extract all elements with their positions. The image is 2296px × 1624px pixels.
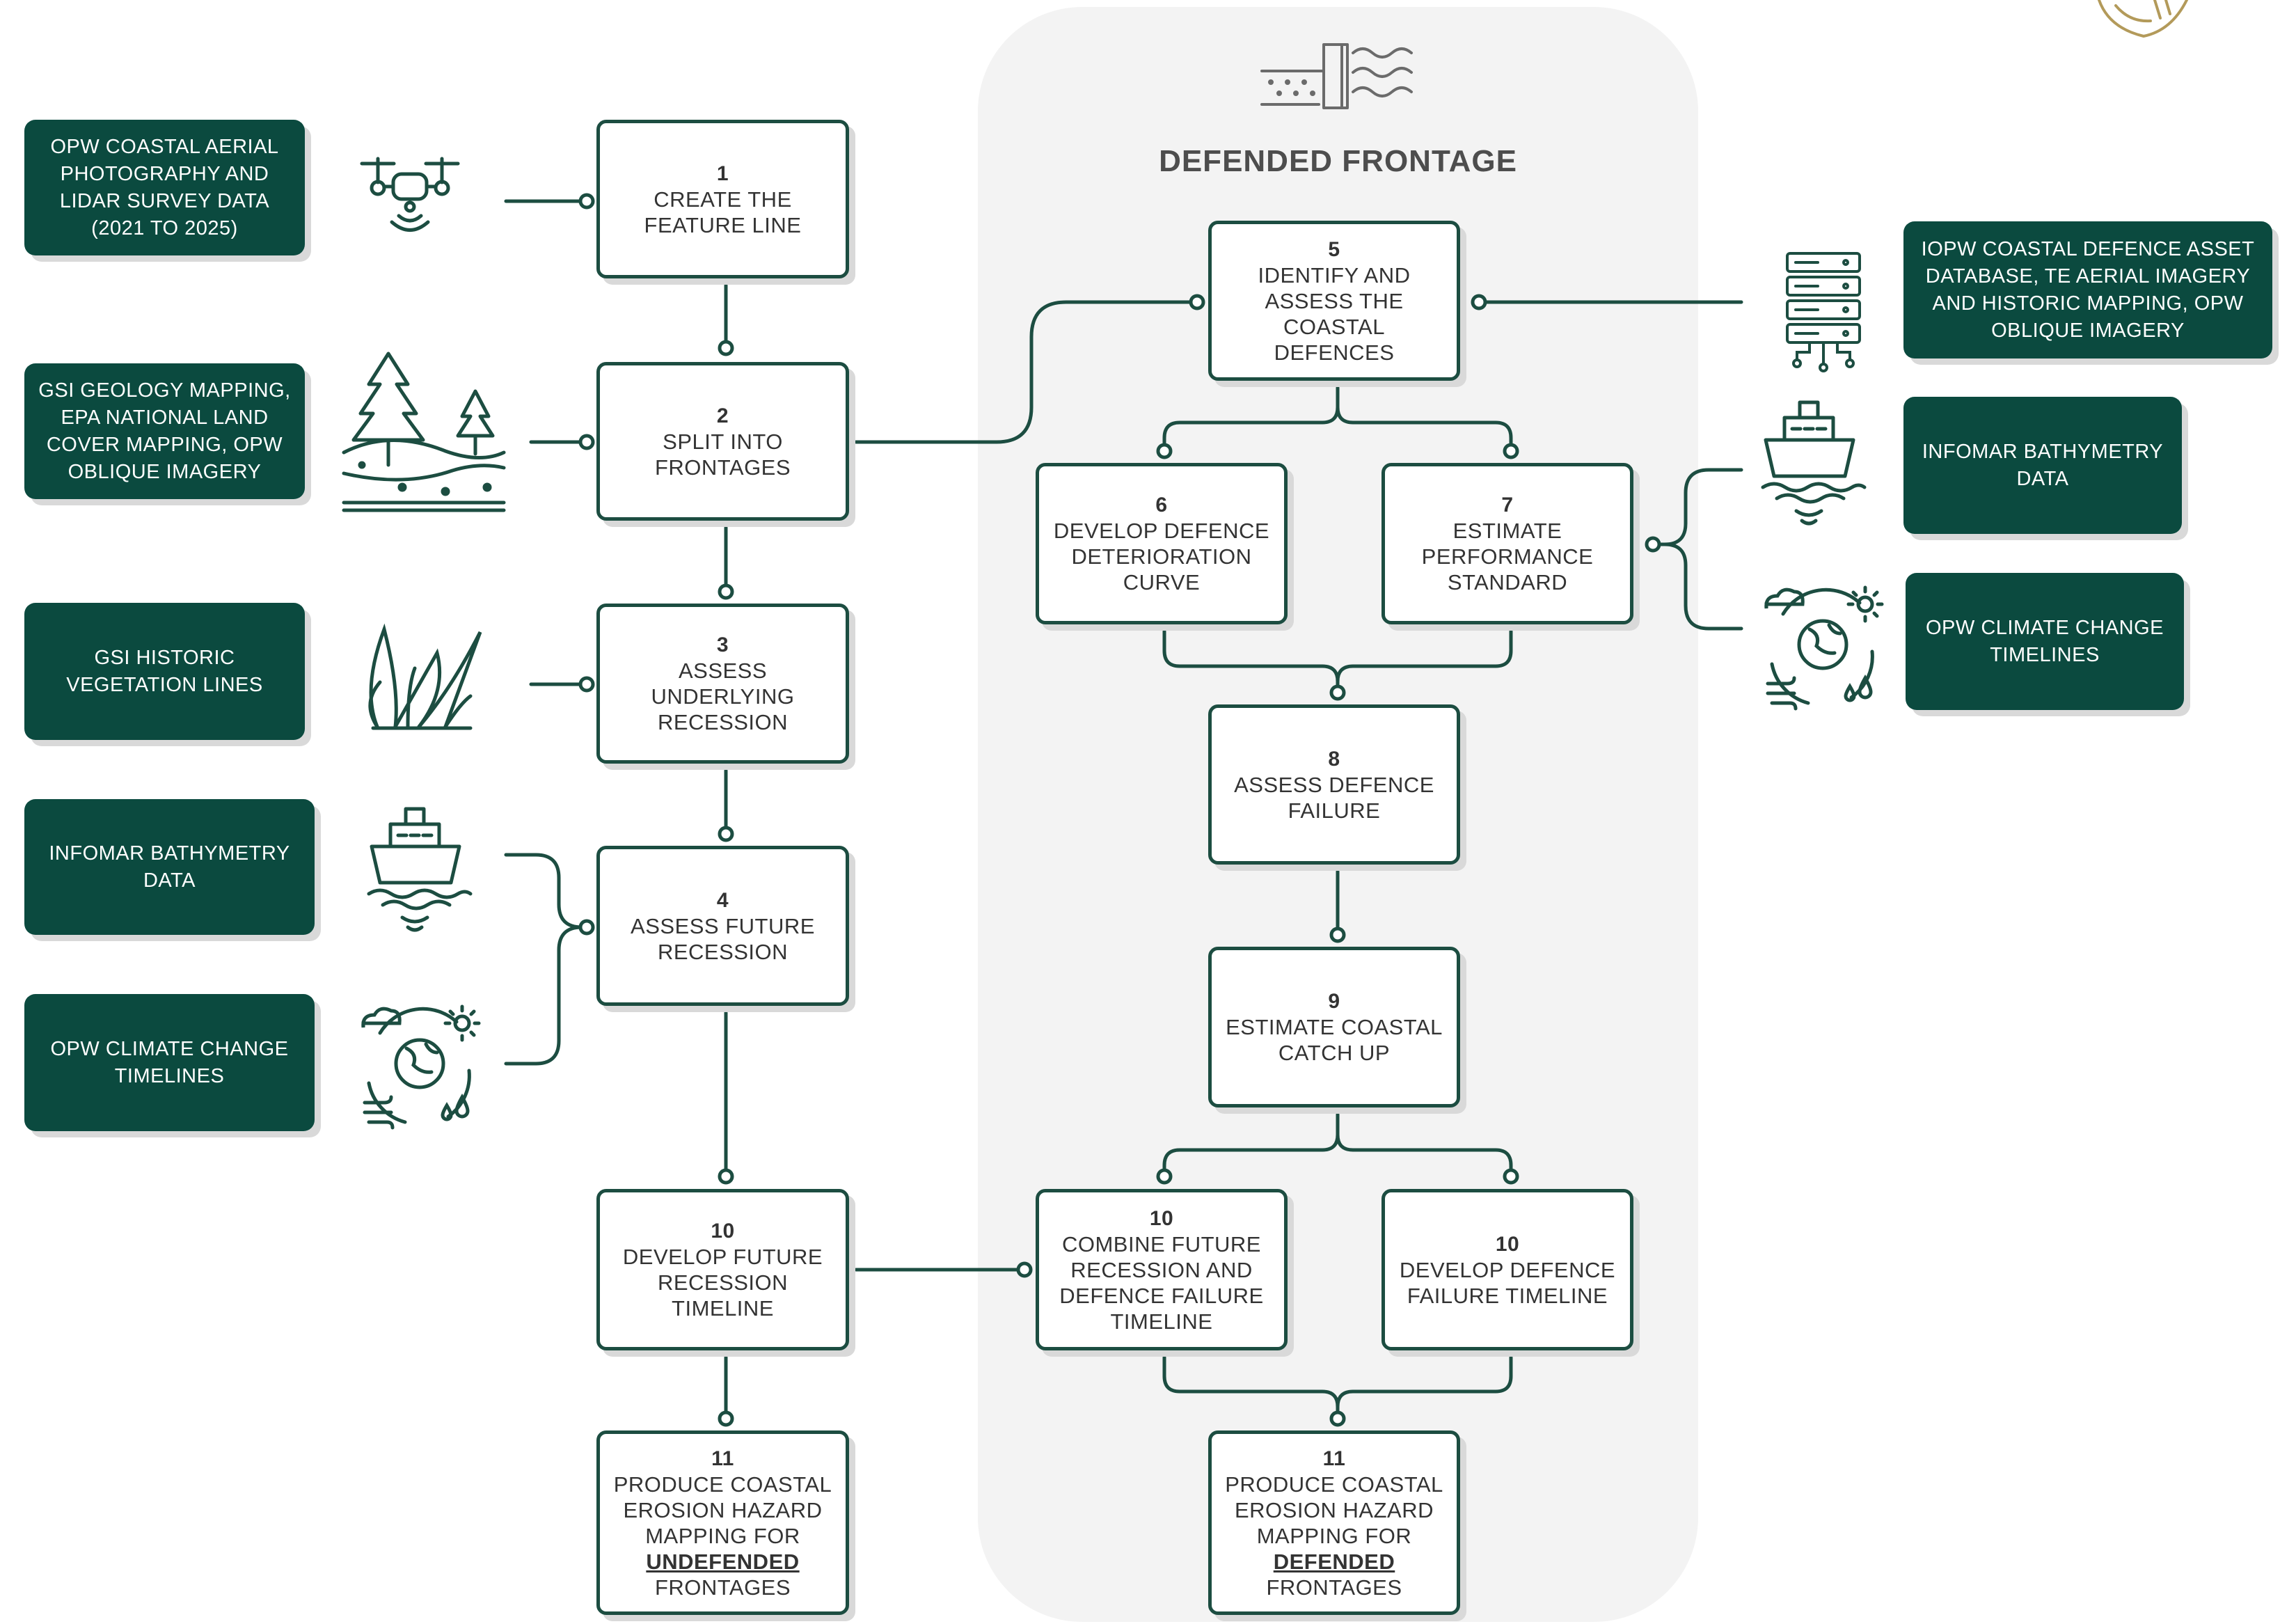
step-11-mapping-defended: 11 PRODUCE COASTAL EROSION HAZARD MAPPIN… [1208, 1430, 1460, 1615]
step-label: DEVELOP FUTURE RECESSION TIMELINE [622, 1245, 823, 1321]
source-bathymetry: INFOMAR BATHYMETRY DATA [24, 799, 315, 935]
step-9-estimate-coastal-catch-up: 9 ESTIMATE COASTAL CATCH UP [1208, 947, 1460, 1107]
step-label: ESTIMATE PERFORMANCE STANDARD [1421, 519, 1594, 594]
step-label: DEVELOP DEFENCE FAILURE TIMELINE [1399, 1257, 1616, 1308]
step-emphasis: UNDEFENDED [646, 1549, 800, 1574]
step-11-mapping-undefended: 11 PRODUCE COASTAL EROSION HAZARD MAPPIN… [596, 1430, 849, 1615]
source-aerial-lidar: OPW COASTAL AERIAL PHOTOGRAPHY AND LIDAR… [24, 120, 305, 255]
step-label: ESTIMATE COASTAL CATCH UP [1226, 1015, 1443, 1065]
step-label-tail: FRONTAGES [654, 1575, 791, 1600]
ship-icon [367, 807, 473, 932]
step-number: 4 [716, 888, 729, 912]
step-label: PRODUCE COASTAL EROSION HAZARD MAPPING F… [1225, 1472, 1443, 1548]
step-number: 6 [1155, 494, 1168, 517]
step-number: 10 [711, 1220, 735, 1243]
source-bathymetry: INFOMAR BATHYMETRY DATA [1903, 397, 2182, 534]
step-label: COMBINE FUTURE RECESSION AND DEFENCE FAI… [1059, 1231, 1264, 1334]
step-label: PRODUCE COASTAL EROSION HAZARD MAPPING F… [613, 1472, 832, 1548]
step-4-assess-future-recession: 4 ASSESS FUTURE RECESSION [596, 846, 849, 1006]
step-1-create-feature-line: 1 CREATE THE FEATURE LINE [596, 120, 849, 278]
step-number: 3 [716, 633, 729, 656]
step-number: 11 [1322, 1446, 1346, 1470]
step-number: 10 [1149, 1206, 1174, 1230]
step-label: SPLIT INTO FRONTAGES [654, 429, 791, 480]
step-number: 10 [1495, 1232, 1520, 1256]
step-label-tail: FRONTAGES [1266, 1575, 1402, 1600]
step-number: 9 [1328, 990, 1340, 1013]
step-label: CREATE THE FEATURE LINE [644, 187, 802, 237]
step-label: ASSESS DEFENCE FAILURE [1234, 772, 1434, 823]
source-geology-landcover: GSI GEOLOGY MAPPING, EPA NATIONAL LAND C… [24, 363, 305, 499]
step-3-assess-underlying-recession: 3 ASSESS UNDERLYING RECESSION [596, 604, 849, 764]
sea-wall-icon [1260, 43, 1413, 109]
grass-icon [368, 623, 482, 730]
step-emphasis: DEFENDED [1273, 1549, 1395, 1574]
source-vegetation-lines: GSI HISTORIC VEGETATION LINES [24, 603, 305, 740]
step-number: 11 [711, 1446, 734, 1470]
step-5-identify-coastal-defences: 5 IDENTIFY AND ASSESS THE COASTAL DEFENC… [1208, 221, 1460, 381]
source-climate-timelines: OPW CLIMATE CHANGE TIMELINES [24, 994, 315, 1131]
climate-globe-icon [1764, 585, 1884, 711]
ship-icon [1761, 400, 1867, 526]
logo-mark [2098, 0, 2188, 38]
server-icon [1786, 252, 1861, 372]
step-number: 7 [1501, 494, 1514, 517]
climate-globe-icon [361, 1004, 481, 1130]
step-label: IDENTIFY AND ASSESS THE COASTAL DEFENCES [1258, 262, 1411, 365]
step-2-split-into-frontages: 2 SPLIT INTO FRONTAGES [596, 362, 849, 521]
landscape-icon [342, 352, 506, 512]
step-10-develop-future-recession-timeline: 10 DEVELOP FUTURE RECESSION TIMELINE [596, 1189, 849, 1350]
step-number: 2 [716, 404, 729, 427]
step-label: ASSESS FUTURE RECESSION [631, 913, 815, 964]
step-number: 5 [1328, 237, 1340, 261]
source-defence-asset-database: IOPW COASTAL DEFENCE ASSET DATABASE, TE … [1903, 221, 2272, 358]
step-label: DEVELOP DEFENCE DETERIORATION CURVE [1053, 519, 1270, 594]
step-6-defence-deterioration-curve: 6 DEVELOP DEFENCE DETERIORATION CURVE [1036, 463, 1288, 624]
step-number: 1 [716, 161, 729, 185]
step-7-estimate-performance-standard: 7 ESTIMATE PERFORMANCE STANDARD [1381, 463, 1633, 624]
source-climate-timelines: OPW CLIMATE CHANGE TIMELINES [1906, 573, 2184, 710]
step-10-combine-recession-defence-failure: 10 COMBINE FUTURE RECESSION AND DEFENCE … [1036, 1189, 1288, 1350]
step-number: 8 [1328, 747, 1340, 771]
step-label: ASSESS UNDERLYING RECESSION [651, 659, 795, 734]
step-8-assess-defence-failure: 8 ASSESS DEFENCE FAILURE [1208, 704, 1460, 865]
drone-icon [360, 157, 460, 232]
panel-title: DEFENDED FRONTAGE [1159, 144, 1517, 178]
step-10-develop-defence-failure-timeline: 10 DEVELOP DEFENCE FAILURE TIMELINE [1381, 1189, 1633, 1350]
